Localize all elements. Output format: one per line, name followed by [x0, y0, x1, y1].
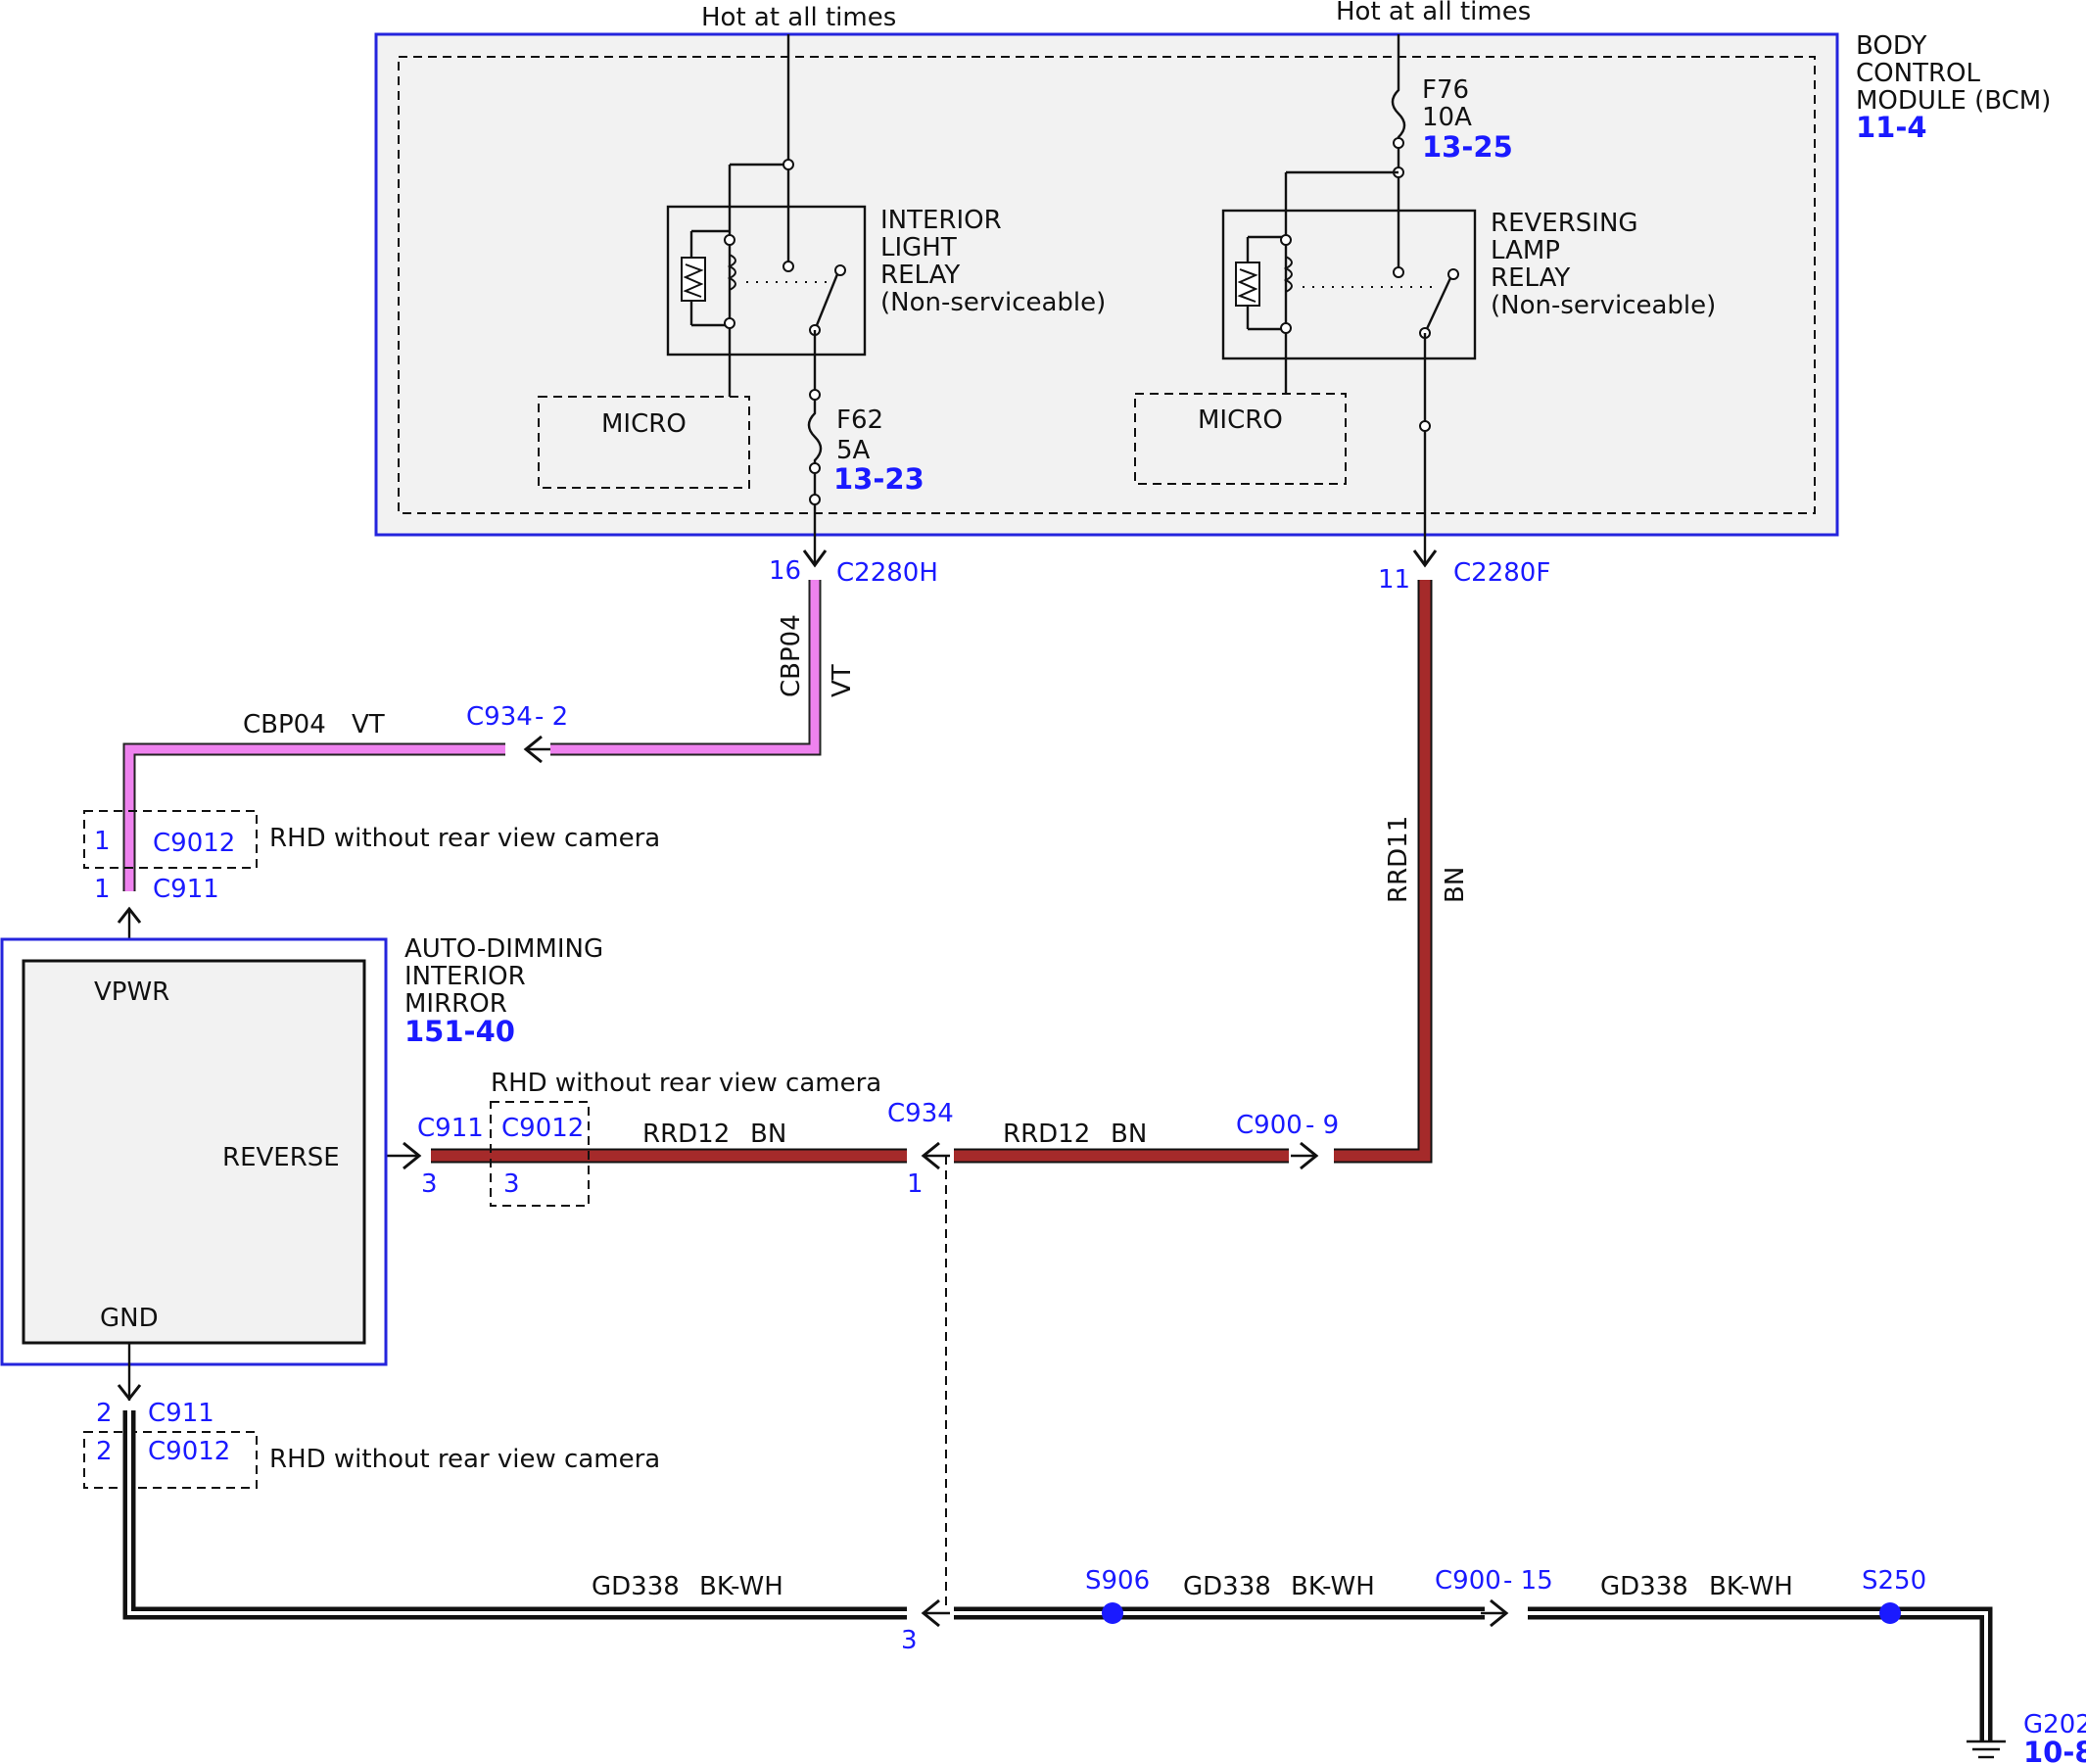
- gd338-wire-segment-3[interactable]: [1528, 1606, 1993, 1741]
- f62-fuse-ref-link[interactable]: 13-23: [833, 462, 924, 496]
- reversing-relay-label-1: REVERSING: [1491, 209, 1638, 238]
- gd338-3-color: BK-WH: [1709, 1572, 1793, 1601]
- rrd12-right-circuit: RRD12: [1003, 1120, 1090, 1149]
- c2280h-connector[interactable]: C2280H: [836, 558, 938, 588]
- reversing-relay-label-3: RELAY: [1491, 263, 1570, 293]
- micro-right-box: [1134, 393, 1347, 485]
- rhd-bottom-note: RHD without rear view camera: [269, 1445, 660, 1474]
- s250-splice[interactable]: S250: [1862, 1566, 1926, 1596]
- reversing-relay-label-2: LAMP: [1491, 236, 1560, 265]
- mirror-label-line3: MIRROR: [404, 989, 507, 1019]
- mirror-label-line2: INTERIOR: [404, 962, 526, 991]
- c9012-top-connector[interactable]: C9012: [153, 829, 235, 858]
- c900-9-connector[interactable]: C900: [1236, 1111, 1303, 1140]
- rrd11-color: BN: [1441, 867, 1470, 903]
- c934-2-connector[interactable]: C934: [466, 702, 533, 732]
- gd338-1-color: BK-WH: [699, 1572, 783, 1601]
- micro-right-label: MICRO: [1198, 405, 1283, 435]
- f76-fuse-rating: 10A: [1422, 103, 1472, 132]
- c2280f-connector[interactable]: C2280F: [1453, 558, 1550, 588]
- rrd12-left-color: BN: [750, 1120, 786, 1149]
- c911-rev-pin: 3: [421, 1169, 438, 1199]
- mirror-ref-link[interactable]: 151-40: [404, 1015, 515, 1048]
- bcm-ref-link[interactable]: 11-4: [1856, 111, 1927, 144]
- rhd-mid-option-box: [490, 1101, 590, 1207]
- rhd-bottom-option-box: [83, 1431, 258, 1489]
- bcm-inner-boundary: [398, 56, 1816, 514]
- cbp04-horiz-circuit: CBP04: [243, 710, 326, 739]
- c900-9-pin: - 9: [1305, 1111, 1339, 1140]
- c9012-top-pin: 1: [94, 827, 111, 856]
- micro-left-box: [538, 396, 750, 489]
- c2280h-connector-symbol: [802, 549, 828, 568]
- f62-fuse-name: F62: [836, 405, 883, 435]
- g202-ground[interactable]: G202: [2023, 1710, 2086, 1740]
- cbp04-vert-circuit: CBP04: [777, 614, 806, 697]
- interior-relay-label-1: INTERIOR: [880, 206, 1002, 235]
- bcm-outline: [374, 32, 1839, 537]
- cbp04-horiz-color: VT: [352, 710, 385, 739]
- rhd-top-note: RHD without rear view camera: [269, 824, 660, 853]
- bcm-label-line3: MODULE (BCM): [1856, 86, 2051, 116]
- mirror-pin-reverse: REVERSE: [222, 1143, 340, 1172]
- hot-at-all-times-right: Hot at all times: [1336, 0, 1531, 26]
- c934-3-pin: 3: [901, 1626, 918, 1655]
- c900-15-pin: - 15: [1503, 1566, 1553, 1596]
- gd338-2-circuit: GD338: [1183, 1572, 1271, 1601]
- s906-splice-dot: [1102, 1602, 1123, 1624]
- c911-rev-connector[interactable]: C911: [417, 1114, 484, 1143]
- rhd-top-option-box: [83, 810, 258, 869]
- junction-dot: [782, 159, 794, 170]
- hot-at-all-times-left: Hot at all times: [701, 3, 896, 32]
- rrd12-right-color: BN: [1111, 1120, 1147, 1149]
- reversing-lamp-relay-box: [1221, 209, 1477, 360]
- c911-gnd-connector-symbol: [117, 1384, 142, 1402]
- gd338-wire-segment-1[interactable]: [122, 1410, 907, 1620]
- mirror-pin-vpwr: VPWR: [94, 977, 169, 1007]
- g202-ground-ref-link[interactable]: 10-8: [2023, 1736, 2086, 1764]
- f76-fuse-name: F76: [1422, 75, 1469, 105]
- s250-splice-dot: [1879, 1602, 1901, 1624]
- c9012-gnd-pin: 2: [96, 1437, 113, 1466]
- gd338-1-circuit: GD338: [592, 1572, 680, 1601]
- c934-1-connector[interactable]: C934: [887, 1099, 954, 1128]
- c911-gnd-connector[interactable]: C911: [148, 1399, 214, 1428]
- rrd11-circuit: RRD11: [1384, 816, 1413, 903]
- rrd12-left-circuit: RRD12: [642, 1120, 730, 1149]
- c2280h-pin: 16: [769, 556, 801, 586]
- c9012-rev-connector[interactable]: C9012: [501, 1114, 584, 1143]
- c9012-rev-pin: 3: [503, 1169, 520, 1199]
- bcm-label-line1: BODY: [1856, 31, 1926, 61]
- mirror-module-box: [22, 959, 366, 1345]
- micro-left-label: MICRO: [601, 409, 687, 439]
- ground-symbol: [1967, 1740, 2006, 1759]
- interior-light-relay-box: [666, 205, 867, 357]
- interior-relay-label-4: (Non-serviceable): [880, 288, 1106, 317]
- rhd-mid-note: RHD without rear view camera: [491, 1069, 881, 1098]
- f76-fuse-ref-link[interactable]: 13-25: [1422, 130, 1513, 164]
- c2280f-pin: 11: [1378, 565, 1410, 595]
- s906-splice[interactable]: S906: [1085, 1566, 1150, 1596]
- interior-relay-label-2: LIGHT: [880, 233, 957, 262]
- gd338-2-color: BK-WH: [1291, 1572, 1375, 1601]
- c9012-gnd-connector[interactable]: C9012: [148, 1437, 230, 1466]
- c911-top-pin: 1: [94, 875, 111, 904]
- c911-top-connector[interactable]: C911: [153, 875, 219, 904]
- c900-15-connector[interactable]: C900: [1435, 1566, 1501, 1596]
- cbp04-wire-horizontal[interactable]: [122, 742, 505, 891]
- gd338-3-circuit: GD338: [1600, 1572, 1688, 1601]
- cbp04-wire-vertical[interactable]: [550, 580, 822, 756]
- mirror-pin-gnd: GND: [100, 1304, 159, 1333]
- c934-2-pin: - 2: [535, 702, 568, 732]
- c2280f-connector-symbol: [1412, 549, 1438, 568]
- c934-1-pin: 1: [907, 1169, 924, 1199]
- c911-gnd-pin: 2: [96, 1399, 113, 1428]
- reversing-relay-label-4: (Non-serviceable): [1491, 291, 1716, 320]
- bcm-label-line2: CONTROL: [1856, 59, 1980, 88]
- cbp04-vert-color: VT: [828, 664, 857, 697]
- f62-fuse-rating: 5A: [836, 436, 871, 465]
- interior-relay-label-3: RELAY: [880, 261, 960, 290]
- mirror-label-line1: AUTO-DIMMING: [404, 934, 603, 964]
